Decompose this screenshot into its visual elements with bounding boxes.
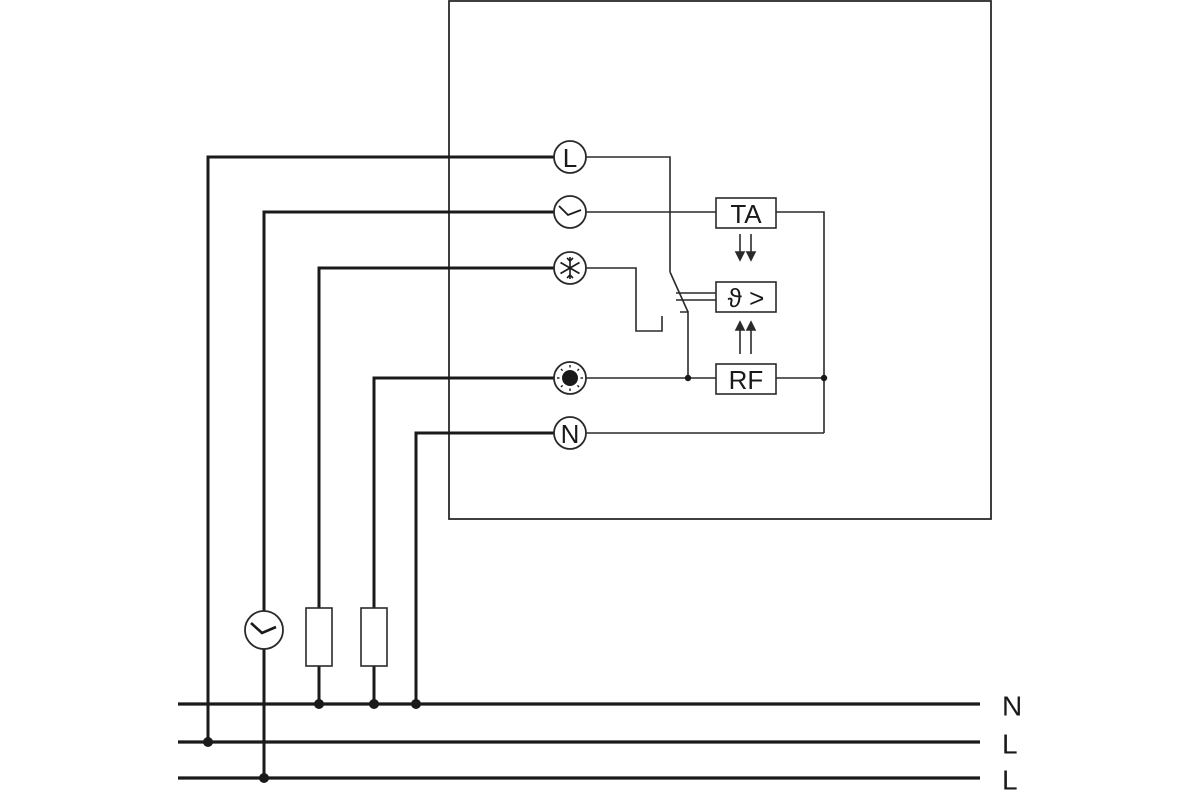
bus-label-l2: L (1002, 765, 1018, 796)
resistor-icon (305, 607, 333, 667)
block-controller-label: ϑ > (728, 283, 765, 313)
wire-ta-return (776, 211, 825, 433)
block-controller: ϑ > (715, 281, 777, 313)
terminal-n: N (553, 416, 587, 450)
switch-blade (669, 271, 689, 313)
wire-terminal-n (414, 431, 556, 706)
resistor-icon (360, 607, 388, 667)
terminal-clock (553, 195, 587, 229)
terminal-sun (553, 361, 587, 395)
bus-label-n: N (1002, 691, 1022, 722)
rf-controller-arrows (734, 320, 757, 354)
junction-dot (684, 374, 692, 382)
block-rf-label: RF (729, 365, 764, 395)
terminal-n-label: N (561, 419, 580, 449)
block-ta: TA (715, 197, 777, 229)
bus-label-l1: L (1002, 729, 1018, 760)
block-ta-label: TA (730, 199, 762, 229)
junction-dot (203, 737, 213, 747)
terminal-l-label: L (563, 143, 577, 173)
block-rf: RF (715, 363, 777, 395)
snowflake-icon (560, 257, 580, 279)
wire-terminal-sun (372, 376, 556, 610)
device-housing (448, 0, 992, 520)
junction-dot (411, 699, 421, 709)
external-timer (244, 610, 284, 650)
wire-terminal-l (206, 155, 556, 744)
internal-wiring (586, 156, 825, 434)
wire-terminal-snow (317, 266, 556, 610)
clock-icon (558, 205, 582, 217)
sun-icon (557, 365, 583, 391)
bus-bars (178, 702, 980, 780)
junction-dot (369, 699, 379, 709)
terminal-snow (553, 251, 587, 285)
wire-internal-snow (586, 267, 663, 332)
junction-dot (314, 699, 324, 709)
clock-icon (250, 622, 277, 635)
junction-dot (820, 374, 828, 382)
terminal-l: L (553, 140, 587, 174)
junction-dot (259, 773, 269, 783)
external-wiring (206, 155, 556, 780)
wire-switch-to-rf (680, 311, 689, 378)
ta-controller-arrows (734, 234, 757, 262)
wire-internal-l (586, 156, 671, 272)
wire-terminal-clock (262, 210, 556, 612)
